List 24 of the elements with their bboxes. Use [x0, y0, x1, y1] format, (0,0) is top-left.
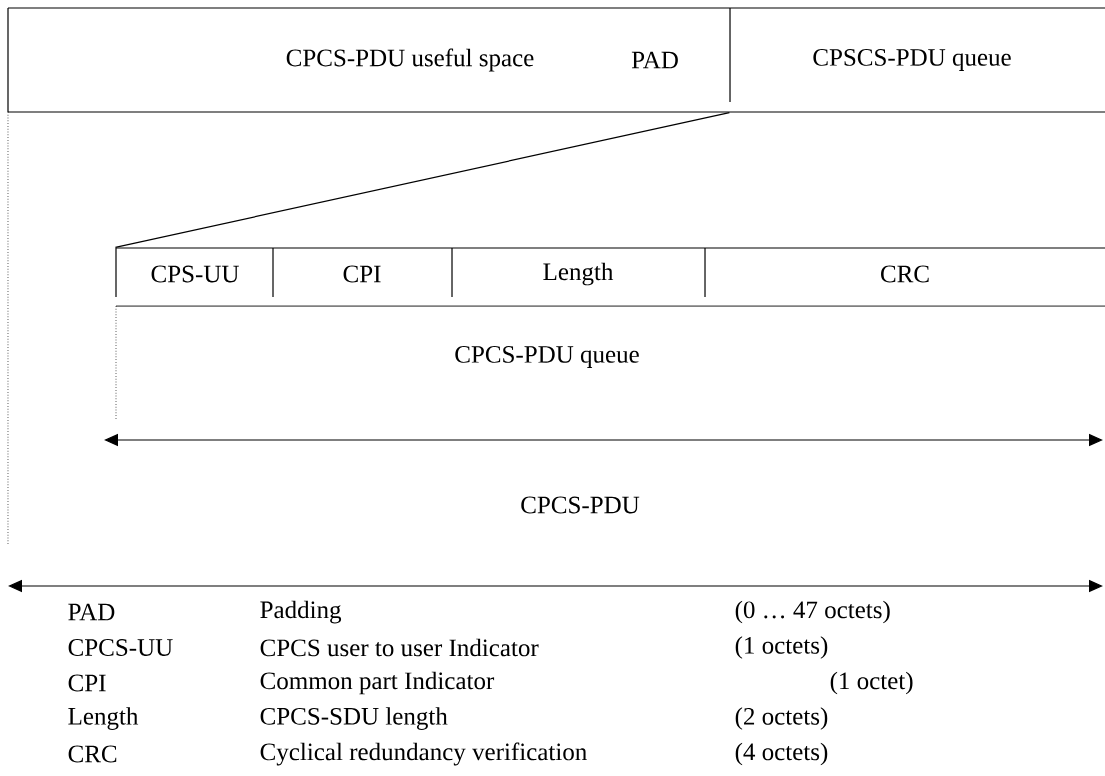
field-box: Length	[451, 247, 706, 298]
table-cell: (0 … 47 octets)	[735, 600, 890, 624]
field-box: CPSCS-PDU queue	[729, 7, 1105, 113]
dimension-label: CPCS-PDU	[521, 496, 640, 514]
table-cell: PAD	[68, 603, 115, 621]
table-cell: (4 octets)	[735, 742, 828, 766]
table-cell: (1 octet)	[830, 671, 913, 695]
field-box: CRC	[704, 247, 1105, 283]
field-box: CPI	[272, 247, 453, 298]
expansion-line	[114, 112, 730, 248]
table-cell: CPCS user to user Indicator	[260, 638, 539, 657]
field-box: CPCS-PDU queue	[115, 305, 1105, 421]
table-cell: CPI	[68, 674, 106, 692]
table-cell: Common part Indicator	[260, 671, 495, 695]
table-cell: Cyclical redundancy verification	[260, 742, 587, 766]
table-cell: (1 octets)	[735, 636, 828, 659]
table-cell: Length	[68, 707, 139, 730]
table-cell: CRC	[68, 745, 117, 763]
table-cell: (2 octets)	[735, 707, 828, 730]
table-cell: Padding	[260, 600, 342, 624]
table-cell: CPCS-SDU length	[260, 707, 448, 730]
table-cell: CPCS-UU	[68, 639, 173, 656]
field-box: CPCS-PDU useful space PAD	[7, 7, 731, 113]
field-box: CPS-UU	[115, 247, 274, 298]
